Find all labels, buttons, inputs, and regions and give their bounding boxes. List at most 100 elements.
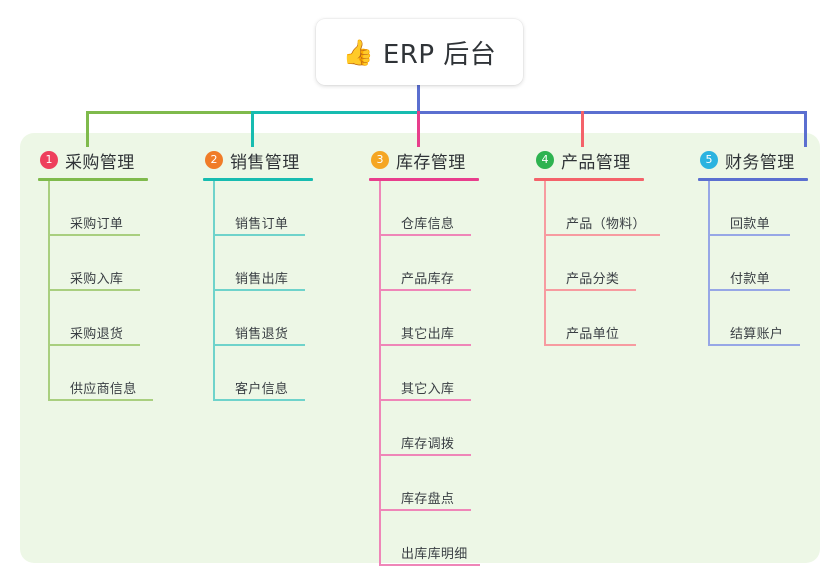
node-label: 供应商信息	[70, 382, 137, 397]
node-supplier-info[interactable]: 供应商信息	[48, 346, 188, 401]
node-product-unit[interactable]: 产品单位	[544, 291, 704, 346]
branch-column-finance: 5 财务管理 回款单 付款单 结算账户	[698, 148, 839, 346]
node-sales-order[interactable]: 销售订单	[213, 181, 353, 236]
node-underline	[379, 344, 471, 346]
node-settlement-account[interactable]: 结算账户	[708, 291, 839, 346]
node-underline	[213, 289, 305, 291]
node-receipt-voucher[interactable]: 回款单	[708, 181, 839, 236]
branch-badge-2: 2	[205, 151, 223, 169]
node-label: 结算账户	[730, 327, 784, 342]
branch-spine-finance	[708, 181, 710, 346]
node-product-category[interactable]: 产品分类	[544, 236, 704, 291]
node-label: 产品库存	[401, 272, 455, 287]
node-label: 仓库信息	[401, 217, 455, 232]
branch-items-inventory: 仓库信息 产品库存 其它出库 其它入库 库存调拨 库存盘点	[379, 181, 529, 566]
node-underline	[379, 564, 480, 566]
node-underline	[48, 289, 140, 291]
node-payment-voucher[interactable]: 付款单	[708, 236, 839, 291]
branch-column-purchasing: 1 采购管理 采购订单 采购入库 采购退货 供应商信息	[38, 148, 188, 401]
branch-badge-4: 4	[536, 151, 554, 169]
node-product-stock[interactable]: 产品库存	[379, 236, 529, 291]
node-underline	[48, 234, 140, 236]
branch-spine-product	[544, 181, 546, 346]
node-product-material[interactable]: 产品（物料）	[544, 181, 704, 236]
node-label: 付款单	[730, 272, 770, 287]
branch-column-sales: 2 销售管理 销售订单 销售出库 销售退货 客户信息	[203, 148, 353, 401]
node-underline	[379, 509, 471, 511]
node-label: 库存调拨	[401, 437, 455, 452]
bus-segment-teal	[252, 111, 419, 114]
branch-items-finance: 回款单 付款单 结算账户	[708, 181, 839, 346]
node-label: 产品（物料）	[566, 217, 646, 232]
branch-badge-3: 3	[371, 151, 389, 169]
node-underline	[544, 234, 660, 236]
node-other-outbound[interactable]: 其它出库	[379, 291, 529, 346]
node-underline	[213, 344, 305, 346]
branch-rule-sales	[203, 178, 313, 181]
drop-inventory	[417, 111, 420, 147]
node-other-inbound[interactable]: 其它入库	[379, 346, 529, 401]
branch-rule-inventory	[369, 178, 479, 181]
node-stock-count[interactable]: 库存盘点	[379, 456, 529, 511]
node-underline	[213, 234, 305, 236]
branch-header-sales[interactable]: 2 销售管理	[203, 148, 353, 173]
node-underline	[379, 454, 471, 456]
node-purchase-return[interactable]: 采购退货	[48, 291, 188, 346]
branch-rule-finance	[698, 178, 808, 181]
node-underline	[379, 399, 471, 401]
branch-items-sales: 销售订单 销售出库 销售退货 客户信息	[213, 181, 353, 401]
node-underline	[379, 234, 471, 236]
node-outbound-detail[interactable]: 出库库明细	[379, 511, 529, 566]
branch-column-inventory: 3 库存管理 仓库信息 产品库存 其它出库 其它入库 库存调拨	[369, 148, 529, 566]
node-sales-return[interactable]: 销售退货	[213, 291, 353, 346]
node-underline	[708, 344, 800, 346]
drop-sales	[251, 111, 254, 147]
node-underline	[708, 289, 790, 291]
branch-header-finance[interactable]: 5 财务管理	[698, 148, 839, 173]
node-underline	[544, 289, 636, 291]
node-underline	[379, 289, 471, 291]
node-label: 其它出库	[401, 327, 455, 342]
node-underline	[708, 234, 790, 236]
node-label: 库存盘点	[401, 492, 455, 507]
drop-product	[581, 111, 584, 147]
branch-spine-inventory	[379, 181, 381, 566]
branch-header-inventory[interactable]: 3 库存管理	[369, 148, 529, 173]
root-stem-line	[417, 85, 420, 112]
branch-column-product: 4 产品管理 产品（物料） 产品分类 产品单位	[534, 148, 704, 346]
thumbs-up-icon: 👍	[342, 37, 374, 67]
diagram-background-panel	[20, 133, 820, 563]
root-node-title: ERP 后台	[382, 39, 497, 70]
node-purchase-order[interactable]: 采购订单	[48, 181, 188, 236]
branch-rule-product	[534, 178, 644, 181]
node-underline	[544, 344, 636, 346]
root-node-card[interactable]: 👍 ERP 后台	[316, 19, 523, 85]
bus-segment-green	[86, 111, 253, 114]
branch-header-product[interactable]: 4 产品管理	[534, 148, 704, 173]
node-label: 销售出库	[235, 272, 289, 287]
branch-spine-purchasing	[48, 181, 50, 401]
node-label: 产品分类	[566, 272, 620, 287]
node-customer-info[interactable]: 客户信息	[213, 346, 353, 401]
node-underline	[48, 399, 153, 401]
node-sales-outbound[interactable]: 销售出库	[213, 236, 353, 291]
node-stock-transfer[interactable]: 库存调拨	[379, 401, 529, 456]
branch-rule-purchasing	[38, 178, 148, 181]
node-label: 客户信息	[235, 382, 289, 397]
node-label: 采购入库	[70, 272, 124, 287]
node-label: 销售退货	[235, 327, 289, 342]
branch-title-product: 产品管理	[561, 152, 631, 173]
branch-badge-5: 5	[700, 151, 718, 169]
branch-items-purchasing: 采购订单 采购入库 采购退货 供应商信息	[48, 181, 188, 401]
branch-badge-1: 1	[40, 151, 58, 169]
node-warehouse-info[interactable]: 仓库信息	[379, 181, 529, 236]
branch-title-finance: 财务管理	[725, 152, 795, 173]
node-label: 采购退货	[70, 327, 124, 342]
branch-title-purchasing: 采购管理	[65, 152, 135, 173]
branch-items-product: 产品（物料） 产品分类 产品单位	[544, 181, 704, 346]
branch-header-purchasing[interactable]: 1 采购管理	[38, 148, 188, 173]
node-underline	[213, 399, 305, 401]
branch-spine-sales	[213, 181, 215, 401]
node-purchase-inbound[interactable]: 采购入库	[48, 236, 188, 291]
